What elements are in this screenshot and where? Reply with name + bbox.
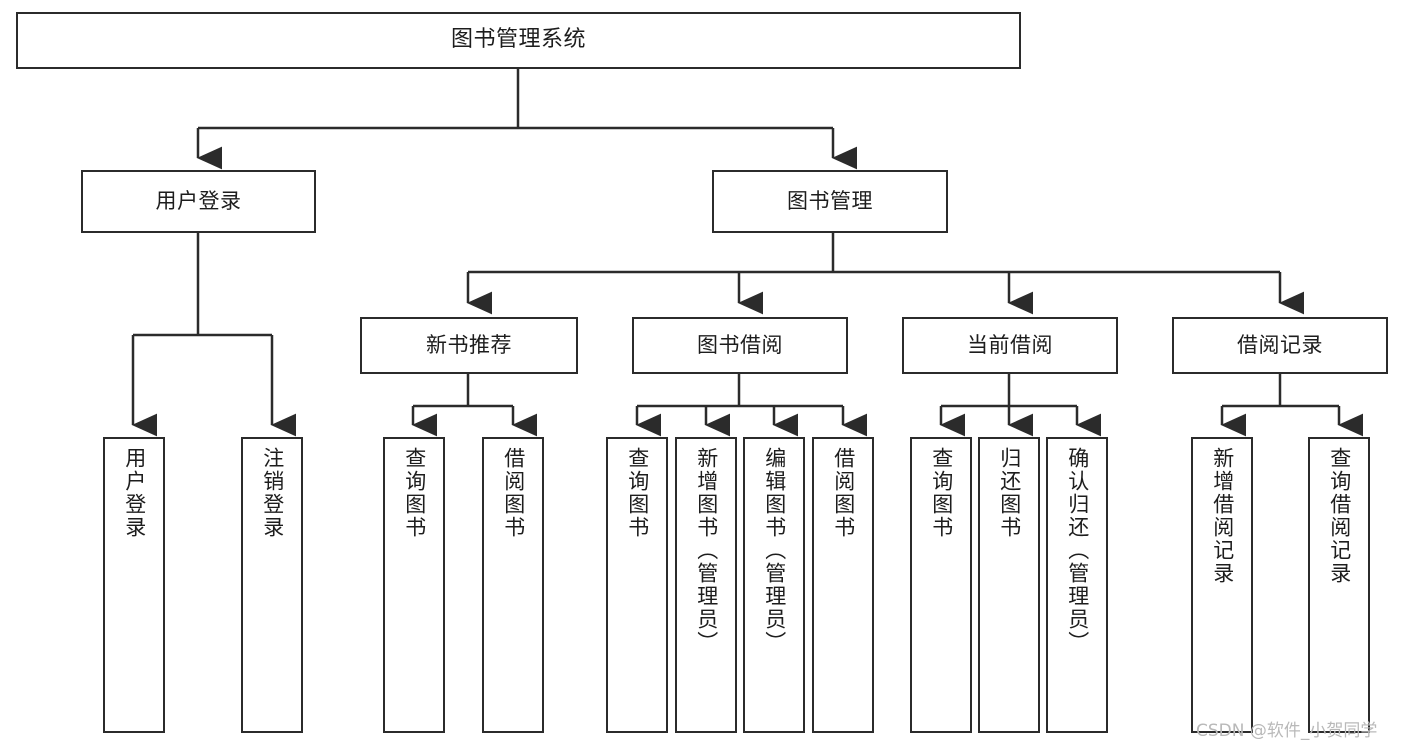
node-label: 归还图书 — [997, 447, 1022, 539]
node-user-login[interactable]: 用户登录 — [81, 170, 316, 233]
node-label: 注销登录 — [260, 447, 285, 539]
node-new-book-recommend[interactable]: 新书推荐 — [360, 317, 578, 374]
leaf-book-borrow-add[interactable]: 新增图书（管理员） — [675, 437, 737, 733]
node-book-management[interactable]: 图书管理 — [712, 170, 948, 233]
node-label: 查询图书 — [402, 447, 427, 539]
node-label: 图书借阅 — [697, 332, 783, 357]
node-label: 新增借阅记录 — [1210, 447, 1235, 585]
leaf-book-borrow-edit[interactable]: 编辑图书（管理员） — [743, 437, 805, 733]
node-label: 当前借阅 — [967, 332, 1053, 357]
leaf-borrow-record-query[interactable]: 查询借阅记录 — [1308, 437, 1370, 733]
leaf-user-login-login[interactable]: 用户登录 — [103, 437, 165, 733]
node-current-borrow[interactable]: 当前借阅 — [902, 317, 1118, 374]
node-label: 查询图书 — [625, 447, 650, 539]
leaf-new-book-query[interactable]: 查询图书 — [383, 437, 445, 733]
node-label: 借阅图书 — [501, 447, 526, 539]
node-label: 借阅图书 — [831, 447, 856, 539]
node-root-book-management-system[interactable]: 图书管理系统 — [16, 12, 1021, 69]
node-label: 查询图书 — [929, 447, 954, 539]
node-book-borrow[interactable]: 图书借阅 — [632, 317, 848, 374]
node-label: 确认归还（管理员） — [1065, 447, 1090, 654]
node-label: 用户登录 — [122, 447, 147, 539]
leaf-borrow-record-add[interactable]: 新增借阅记录 — [1191, 437, 1253, 733]
leaf-book-borrow-query[interactable]: 查询图书 — [606, 437, 668, 733]
node-label: 查询借阅记录 — [1327, 447, 1352, 585]
leaf-current-borrow-confirm-return[interactable]: 确认归还（管理员） — [1046, 437, 1108, 733]
leaf-current-borrow-query[interactable]: 查询图书 — [910, 437, 972, 733]
node-label: 图书管理系统 — [450, 27, 586, 53]
leaf-new-book-borrow[interactable]: 借阅图书 — [482, 437, 544, 733]
node-label: 新增图书（管理员） — [694, 447, 719, 654]
leaf-book-borrow-borrow[interactable]: 借阅图书 — [812, 437, 874, 733]
node-label: 借阅记录 — [1237, 332, 1323, 357]
node-label: 用户登录 — [155, 188, 242, 213]
node-borrow-record[interactable]: 借阅记录 — [1172, 317, 1388, 374]
leaf-user-login-logout[interactable]: 注销登录 — [241, 437, 303, 733]
leaf-current-borrow-return[interactable]: 归还图书 — [978, 437, 1040, 733]
node-label: 图书管理 — [787, 188, 873, 213]
csdn-watermark: CSDN @软件_小贺同学 — [1196, 721, 1378, 741]
node-label: 新书推荐 — [426, 332, 512, 357]
node-label: 编辑图书（管理员） — [762, 447, 787, 654]
